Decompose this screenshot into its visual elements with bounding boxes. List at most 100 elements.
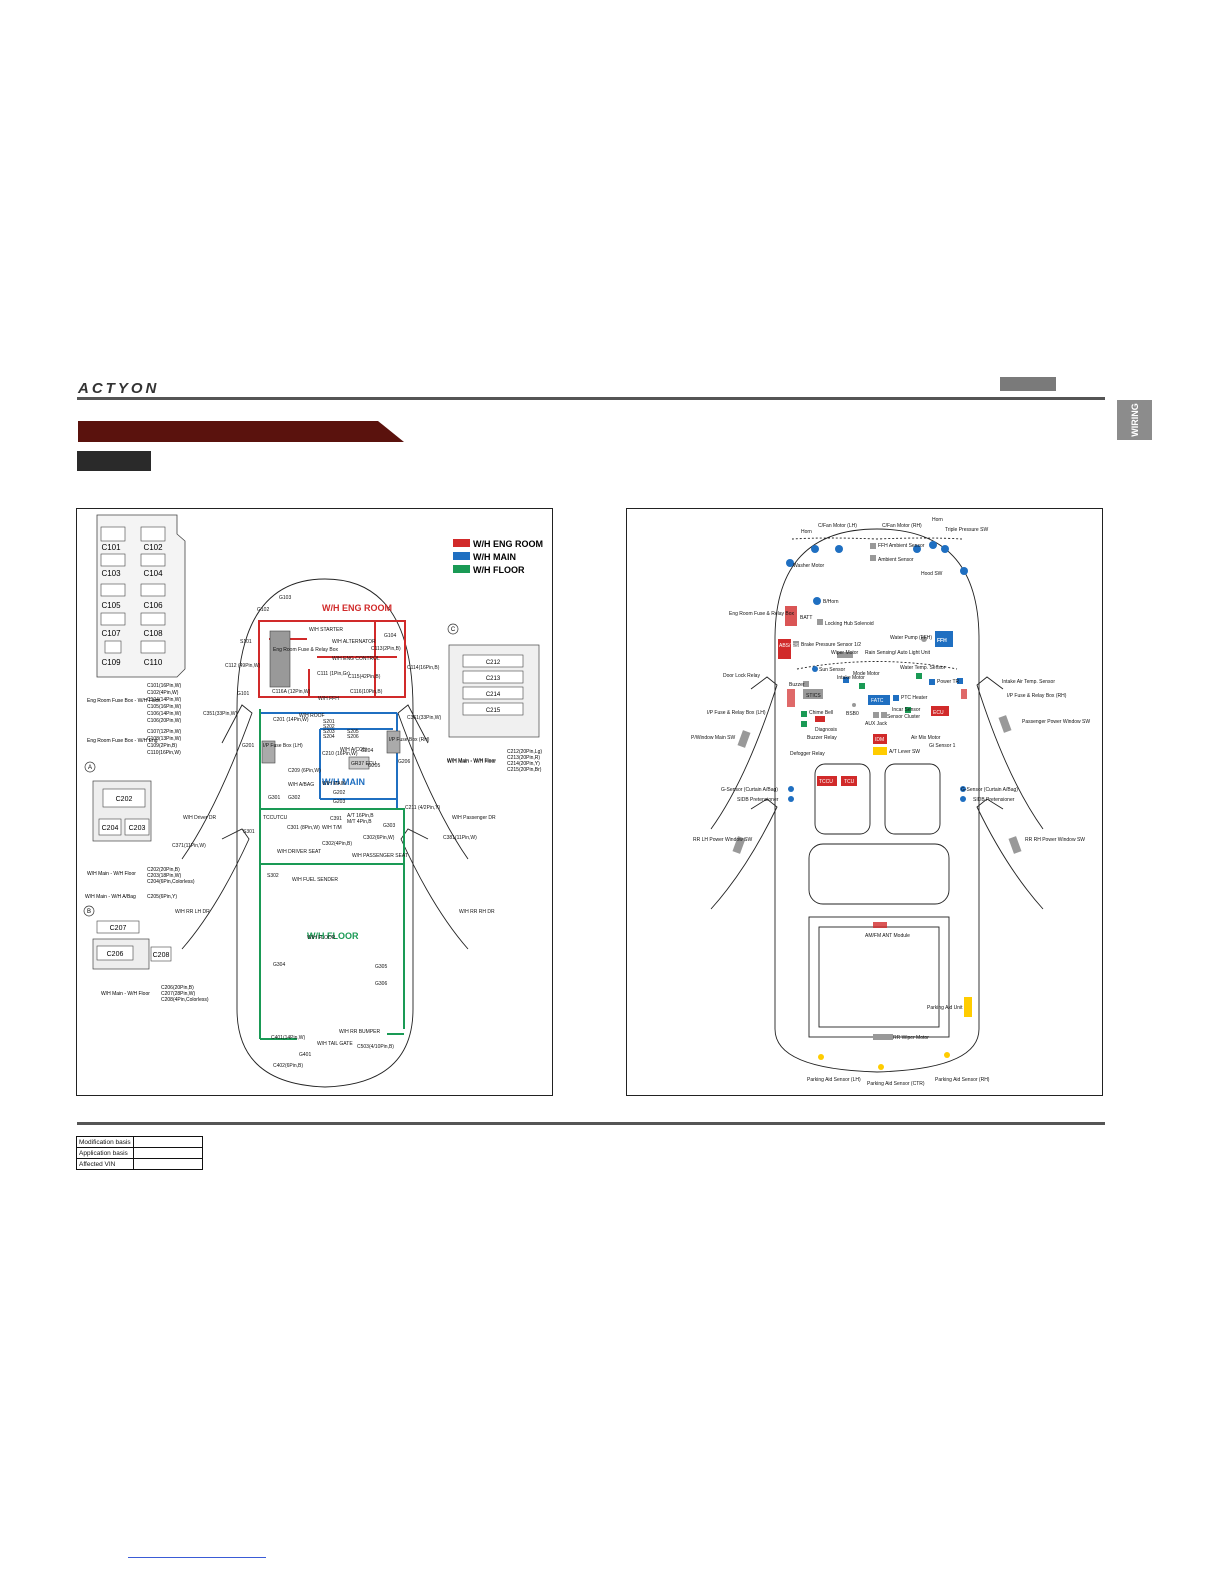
svg-text:C207(28Pin,W): C207(28Pin,W) [161, 991, 196, 997]
harness-title-eng-room: W/H ENG ROOM [322, 603, 392, 613]
svg-text:G202: G202 [333, 790, 345, 796]
svg-text:G203: G203 [333, 799, 345, 805]
connector-c208: C208 [153, 952, 170, 959]
svg-text:G304: G304 [273, 962, 285, 968]
svg-text:Gi Sensor 1: Gi Sensor 1 [929, 743, 956, 749]
svg-text:G401: G401 [299, 1052, 311, 1058]
svg-text:Diagnosis: Diagnosis [815, 727, 837, 733]
svg-text:W/H Driver DR: W/H Driver DR [183, 815, 216, 821]
svg-text:Eng Room Fuse & Relay Box: Eng Room Fuse & Relay Box [729, 611, 795, 617]
svg-text:W/H Passenger DR: W/H Passenger DR [452, 815, 496, 821]
svg-text:Air Mix Motor: Air Mix Motor [911, 735, 941, 741]
revision-info-table: Modification basis Application basis Aff… [76, 1136, 203, 1170]
svg-text:Water Temp. Sensor: Water Temp. Sensor [900, 665, 946, 671]
svg-text:C108(13Pin,W): C108(13Pin,W) [147, 736, 182, 742]
svg-text:C105(16Pin,W): C105(16Pin,W) [147, 704, 182, 710]
connector-c214: C214 [486, 692, 501, 698]
svg-text:Parking Aid Sensor (CTR): Parking Aid Sensor (CTR) [867, 1081, 925, 1087]
svg-text:W/H ROOF: W/H ROOF [299, 713, 325, 719]
svg-text:C111 (1Pin,Gr): C111 (1Pin,Gr) [317, 671, 350, 677]
detail-c: C C212 C213 C214 C215 C212(20Pin,Lg) C21… [447, 623, 542, 773]
detail-b: B C207 C206 C208 C206(20Pin,B) C207(28Pi… [83, 905, 209, 1003]
svg-text:C116A (12Pin,W): C116A (12Pin,W) [272, 689, 311, 695]
svg-text:AUX Jack: AUX Jack [865, 721, 887, 727]
svg-text:Eng Room Fuse & Relay Box: Eng Room Fuse & Relay Box [273, 647, 339, 653]
table-row: Affected VIN [76, 1158, 203, 1170]
svg-text:A: A [88, 765, 92, 771]
svg-text:W/H Main - W/H Floor: W/H Main - W/H Floor [447, 759, 496, 765]
modification-basis-value [133, 1136, 203, 1148]
connector-c202: C202 [116, 796, 133, 803]
svg-text:W/H ALTERNATOR: W/H ALTERNATOR [332, 639, 376, 645]
legend-eng-room: W/H ENG ROOM [473, 539, 543, 549]
svg-text:I/P Fuse Box (LH): I/P Fuse Box (LH) [263, 743, 303, 749]
svg-text:P/Window Main SW: P/Window Main SW [691, 735, 735, 741]
svg-text:C214(20Pin,Y): C214(20Pin,Y) [507, 761, 540, 767]
svg-text:RR LH Power Window SW: RR LH Power Window SW [693, 837, 752, 843]
connector-c101: C101 [101, 543, 121, 552]
svg-text:C110(16Pin,W): C110(16Pin,W) [147, 750, 181, 756]
svg-text:Power TR: Power TR [937, 679, 960, 685]
svg-text:W/H TAIL GATE: W/H TAIL GATE [317, 1041, 353, 1047]
svg-text:C215(20Pin,Br): C215(20Pin,Br) [507, 767, 542, 773]
harness-floor [259, 709, 405, 1040]
svg-text:S206: S206 [347, 734, 359, 740]
component-location-panel: C/Fan Motor (LH) C/Fan Motor (RH) Horn H… [626, 508, 1103, 1096]
svg-text:S205: S205 [347, 729, 359, 735]
connector-c204: C204 [102, 825, 119, 832]
connector-c102: C102 [143, 543, 163, 552]
svg-text:C371(11Pin,W): C371(11Pin,W) [172, 843, 206, 849]
footer-link[interactable] [128, 1557, 266, 1558]
application-basis-value [133, 1147, 203, 1159]
svg-text:Hood SW: Hood SW [921, 571, 943, 577]
svg-text:Parking Aid Sensor (LH): Parking Aid Sensor (LH) [807, 1077, 861, 1083]
svg-text:C204(6Pin,Colorless): C204(6Pin,Colorless) [147, 879, 195, 885]
connector-c108: C108 [143, 629, 163, 638]
svg-text:C302(6Pin,W): C302(6Pin,W) [363, 835, 395, 841]
svg-text:FFH: FFH [937, 638, 947, 644]
svg-text:S204: S204 [323, 734, 335, 740]
svg-text:W/H A/CON: W/H A/CON [340, 747, 367, 753]
svg-text:C/Fan Motor (LH): C/Fan Motor (LH) [818, 523, 857, 529]
svg-text:C: C [451, 627, 456, 633]
svg-text:I/P Fuse & Relay Box (RH): I/P Fuse & Relay Box (RH) [1007, 693, 1067, 699]
svg-text:G205: G205 [368, 763, 380, 769]
svg-text:SIDB Pretensioner: SIDB Pretensioner [737, 797, 779, 803]
svg-text:S101: S101 [240, 639, 252, 645]
svg-text:W/H DRIVER SEAT: W/H DRIVER SEAT [277, 849, 321, 855]
svg-text:TCCU: TCCU [263, 815, 277, 821]
vehicle-outline-top [710, 528, 1044, 1073]
svg-text:C361(33Pin,W): C361(33Pin,W) [407, 715, 442, 721]
component-markers [732, 541, 1022, 1070]
svg-text:I/P Fuse & Relay Box (LH): I/P Fuse & Relay Box (LH) [707, 710, 766, 716]
section-tab-wiring[interactable]: WIRING [1117, 400, 1152, 440]
svg-text:RR Wiper Motor: RR Wiper Motor [893, 1035, 929, 1041]
svg-text:C381(11Pin,W): C381(11Pin,W) [443, 835, 477, 841]
svg-text:C101(16Pin,W): C101(16Pin,W) [147, 683, 182, 689]
svg-text:A/T 16Pin,B: A/T 16Pin,B [347, 813, 374, 819]
legend-main: W/H MAIN [473, 552, 516, 562]
harness-diagram: C101 C102 C103 C104 C105 C106 C107 C108 … [83, 514, 543, 1088]
svg-text:STICS: STICS [806, 693, 821, 699]
svg-text:C402(6Pin,B): C402(6Pin,B) [273, 1063, 303, 1069]
connector-c107: C107 [101, 629, 121, 638]
svg-text:C109(2Pin,B): C109(2Pin,B) [147, 743, 177, 749]
connector-c109: C109 [101, 658, 121, 667]
connector-c213: C213 [486, 676, 501, 682]
svg-text:W/H Main - W/H Floor: W/H Main - W/H Floor [447, 758, 496, 764]
connector-c110: C110 [144, 658, 163, 667]
table-row: Application basis [76, 1147, 203, 1159]
svg-text:Ambient Sensor: Ambient Sensor [878, 557, 914, 563]
svg-text:PTC Heater: PTC Heater [901, 695, 928, 701]
connector-c105: C105 [101, 601, 121, 610]
svg-text:G103: G103 [279, 595, 291, 601]
modification-basis-label: Modification basis [76, 1136, 134, 1148]
svg-text:FATC: FATC [871, 698, 884, 704]
title-bar [78, 421, 404, 442]
ip-fuse-box-lh [261, 740, 276, 764]
svg-text:BSB0: BSB0 [846, 711, 859, 717]
svg-text:C113(2Pin,B): C113(2Pin,B) [371, 646, 401, 652]
page-tag [1000, 377, 1056, 391]
svg-text:W/H RR LH DR: W/H RR LH DR [175, 909, 210, 915]
svg-text:W/H RR RH DR: W/H RR RH DR [459, 909, 495, 915]
